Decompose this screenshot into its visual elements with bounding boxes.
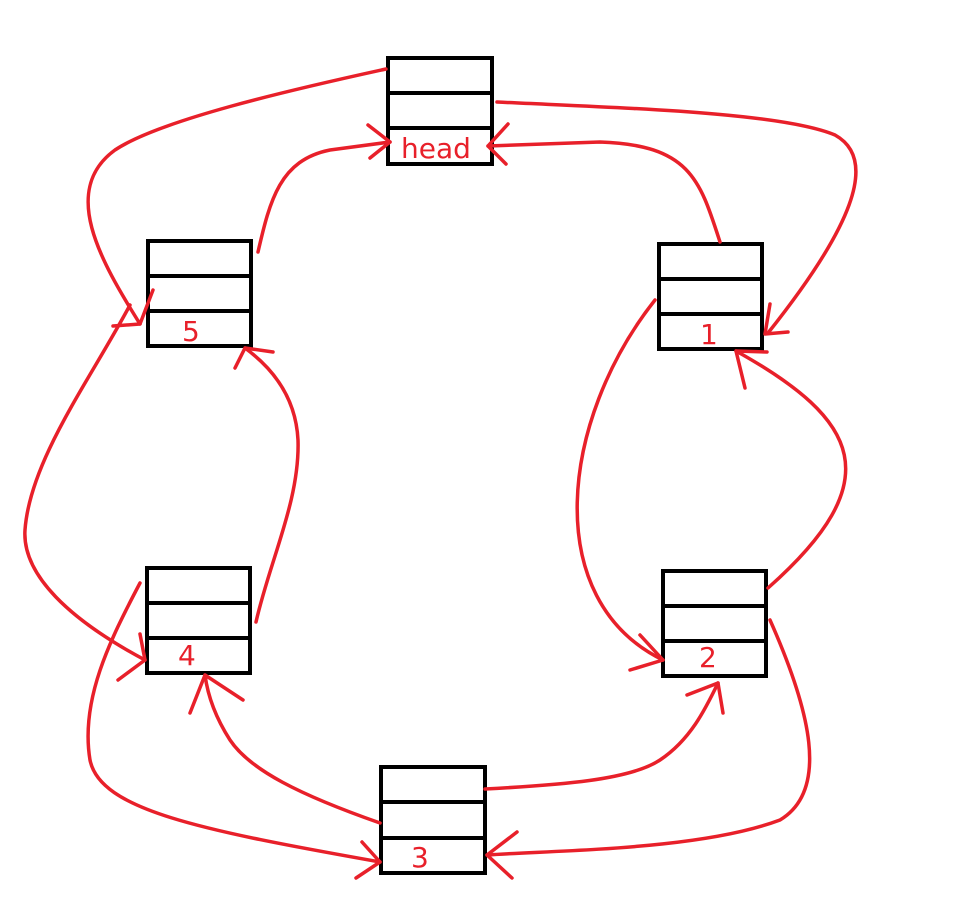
node-3: 3 bbox=[379, 765, 487, 875]
node-4: 4 bbox=[145, 566, 252, 675]
link-2-to-1 bbox=[734, 349, 848, 590]
link-3-to-2 bbox=[483, 681, 725, 791]
link-head-to-1 bbox=[495, 100, 858, 336]
node-head: head bbox=[386, 56, 494, 166]
node-4-label: 4 bbox=[178, 639, 196, 672]
link-head-to-5 bbox=[86, 67, 388, 328]
node-5: 5 bbox=[146, 239, 253, 348]
link-5-to-head bbox=[256, 123, 392, 254]
node-5-label: 5 bbox=[182, 315, 200, 348]
link-1-to-2 bbox=[575, 298, 665, 672]
node-3-label: 3 bbox=[411, 841, 429, 874]
link-5-to-4 bbox=[23, 303, 147, 682]
node-2-label: 2 bbox=[699, 641, 717, 674]
link-4-to-3 bbox=[86, 581, 382, 880]
node-head-label: head bbox=[401, 132, 471, 165]
node-2: 2 bbox=[661, 569, 768, 678]
link-3-to-4 bbox=[188, 673, 382, 825]
link-2-to-3 bbox=[485, 618, 812, 880]
node-1: 1 bbox=[657, 242, 764, 351]
link-4-to-5 bbox=[233, 346, 300, 624]
link-1-to-head bbox=[486, 122, 722, 244]
node-1-label: 1 bbox=[700, 318, 718, 351]
